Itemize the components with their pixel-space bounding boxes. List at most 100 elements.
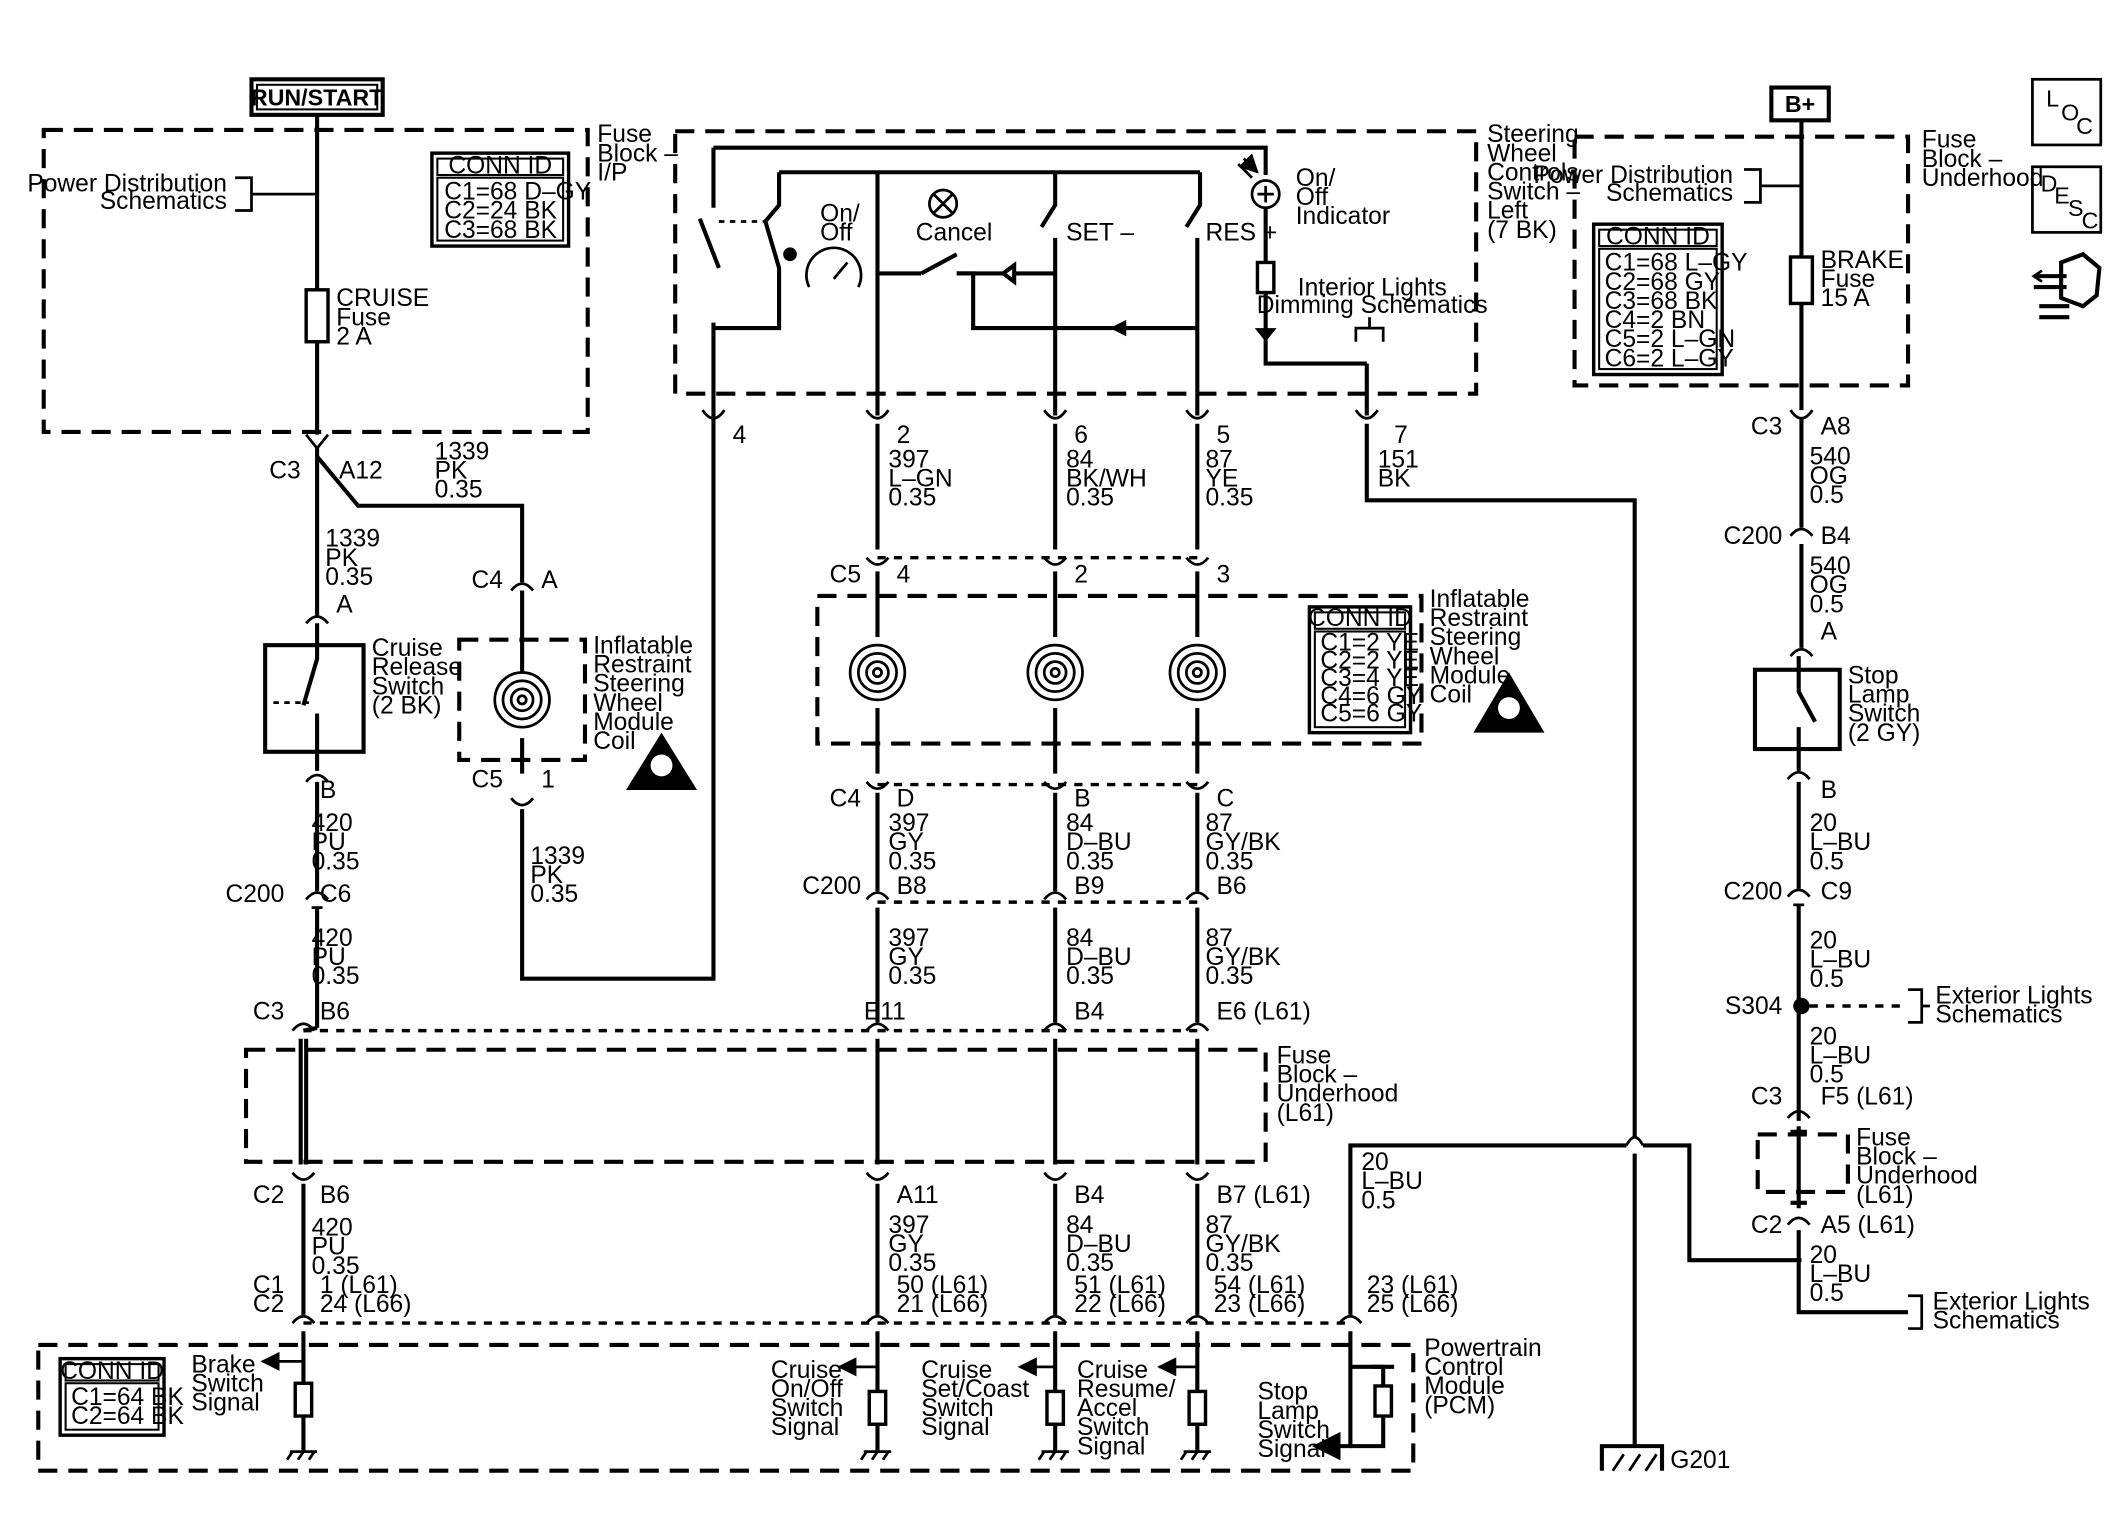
- svg-text:0.35: 0.35: [888, 485, 936, 512]
- svg-text:Exterior Lights: Exterior Lights: [1935, 982, 2092, 1009]
- svg-text:GY/BK: GY/BK: [1206, 829, 1282, 856]
- svg-text:S304: S304: [1725, 993, 1782, 1020]
- conn-id-table-ip: CONN ID C1=68 D–GY C2=24 BK C3=68 BK: [430, 151, 591, 248]
- svg-text:Block –: Block –: [1277, 1062, 1358, 1089]
- svg-text:420: 420: [312, 810, 353, 837]
- airbag-warning-icon-left: [625, 732, 698, 791]
- svg-text:397: 397: [888, 446, 929, 473]
- svg-text:Resume/: Resume/: [1077, 1376, 1176, 1403]
- desc-icon[interactable]: D E S C: [2031, 165, 2103, 234]
- fuse-block-underhood-right: [1755, 1132, 1850, 1194]
- svg-text:PK: PK: [325, 545, 358, 572]
- svg-text:CONN ID: CONN ID: [60, 1358, 164, 1385]
- svg-text:Module: Module: [593, 709, 674, 736]
- svg-text:E6 (L61): E6 (L61): [1216, 999, 1310, 1026]
- loc-icon[interactable]: L O C: [2031, 77, 2103, 147]
- svg-text:Underhood: Underhood: [1922, 165, 2044, 192]
- svg-text:20: 20: [1810, 928, 1837, 955]
- svg-text:0.5: 0.5: [1810, 482, 1844, 509]
- svg-text:25 (L66): 25 (L66): [1367, 1291, 1459, 1318]
- b-plus-label: B+: [1785, 91, 1815, 117]
- conn-id-table-coil: CONN ID C1=2 YE C2=2 YE C3=4 YE C4=6 GY …: [1307, 605, 1422, 735]
- svg-text:C1=2 YE: C1=2 YE: [1320, 630, 1419, 657]
- svg-text:D–BU: D–BU: [1066, 1231, 1132, 1258]
- svg-text:Off: Off: [1296, 184, 1329, 211]
- svg-text:0.35: 0.35: [1206, 848, 1254, 875]
- svg-text:Stop: Stop: [1848, 662, 1899, 689]
- svg-text:C2: C2: [1751, 1212, 1782, 1239]
- power-dist-label-1: Power Distribution: [27, 170, 227, 197]
- svg-text:Signal: Signal: [1077, 1433, 1145, 1460]
- svg-text:GY: GY: [888, 1231, 924, 1258]
- svg-text:4: 4: [733, 422, 747, 449]
- steering-wheel-switch-box: [673, 129, 1479, 396]
- svg-text:Cruise: Cruise: [771, 1357, 842, 1384]
- svg-text:397: 397: [888, 810, 929, 837]
- run-start-terminal: RUN/START: [249, 77, 385, 117]
- svg-text:B: B: [1074, 785, 1090, 812]
- svg-text:Wheel: Wheel: [593, 690, 663, 717]
- svg-text:(7 BK): (7 BK): [1487, 217, 1557, 244]
- svg-text:B: B: [320, 777, 336, 804]
- svg-text:87: 87: [1206, 925, 1233, 952]
- svg-text:Inflatable: Inflatable: [593, 632, 693, 659]
- coil-left-symbol: [493, 671, 551, 729]
- svg-text:(PCM): (PCM): [1424, 1392, 1495, 1419]
- svg-text:OG: OG: [1810, 463, 1848, 490]
- svg-text:20: 20: [1810, 810, 1837, 837]
- svg-text:84: 84: [1066, 925, 1093, 952]
- svg-text:Signal: Signal: [191, 1390, 259, 1417]
- svg-text:Dimming Schematics: Dimming Schematics: [1257, 292, 1488, 319]
- svg-text:Powertrain: Powertrain: [1424, 1335, 1542, 1362]
- svg-text:1: 1: [541, 766, 555, 793]
- svg-text:C5=6 GY: C5=6 GY: [1320, 701, 1422, 728]
- svg-text:0.35: 0.35: [888, 1250, 936, 1277]
- svg-text:C4=6 GY: C4=6 GY: [1320, 683, 1422, 710]
- svg-text:Off: Off: [820, 220, 853, 247]
- svg-text:B8: B8: [897, 873, 927, 900]
- svg-text:C200: C200: [1724, 878, 1783, 905]
- svg-text:87: 87: [1206, 1212, 1233, 1239]
- svg-text:F5 (L61): F5 (L61): [1821, 1083, 1914, 1110]
- cruise-fuse-symbol: [304, 288, 330, 344]
- svg-text:L–GN: L–GN: [888, 466, 952, 493]
- svg-text:Inflatable: Inflatable: [1430, 586, 1530, 613]
- svg-text:(L61): (L61): [1277, 1100, 1334, 1127]
- svg-text:PU: PU: [312, 1234, 346, 1261]
- svg-text:C200: C200: [802, 873, 861, 900]
- svg-text:A: A: [1821, 619, 1838, 646]
- svg-text:Controls: Controls: [1487, 159, 1579, 186]
- svg-text:C9: C9: [1821, 878, 1852, 905]
- svg-text:D: D: [897, 785, 915, 812]
- svg-text:0.5: 0.5: [1810, 591, 1844, 618]
- svg-text:BK/WH: BK/WH: [1066, 466, 1147, 493]
- svg-text:OG: OG: [1810, 572, 1848, 599]
- b-plus-terminal: B+: [1769, 85, 1831, 123]
- fuse-block-underhood-mid: [243, 1047, 1268, 1164]
- connector-view-icon[interactable]: [2031, 251, 2102, 320]
- svg-text:84: 84: [1066, 810, 1093, 837]
- svg-text:On/: On/: [1296, 165, 1336, 192]
- svg-text:0.35: 0.35: [1206, 1250, 1254, 1277]
- svg-text:SET –: SET –: [1066, 220, 1134, 247]
- svg-text:C: C: [1216, 785, 1234, 812]
- svg-text:C2=2 YE: C2=2 YE: [1320, 647, 1419, 674]
- svg-text:B9: B9: [1074, 873, 1104, 900]
- svg-text:Left: Left: [1487, 198, 1528, 225]
- svg-text:Underhood: Underhood: [1856, 1163, 1978, 1190]
- svg-text:C3: C3: [1751, 414, 1782, 441]
- svg-text:C2=68 GY: C2=68 GY: [1605, 269, 1721, 296]
- svg-text:A12: A12: [339, 457, 383, 484]
- svg-text:A: A: [541, 567, 558, 594]
- svg-text:On/Off: On/Off: [771, 1376, 843, 1403]
- svg-text:Module: Module: [1430, 662, 1511, 689]
- svg-text:L–BU: L–BU: [1810, 829, 1872, 856]
- svg-text:Schematics: Schematics: [1935, 1001, 2062, 1028]
- svg-text:C5: C5: [472, 766, 503, 793]
- svg-text:Control: Control: [1424, 1354, 1503, 1381]
- svg-text:(2 GY): (2 GY): [1848, 720, 1920, 747]
- svg-text:7: 7: [1394, 422, 1408, 449]
- svg-text:L: L: [2046, 86, 2059, 112]
- svg-text:4: 4: [897, 561, 911, 588]
